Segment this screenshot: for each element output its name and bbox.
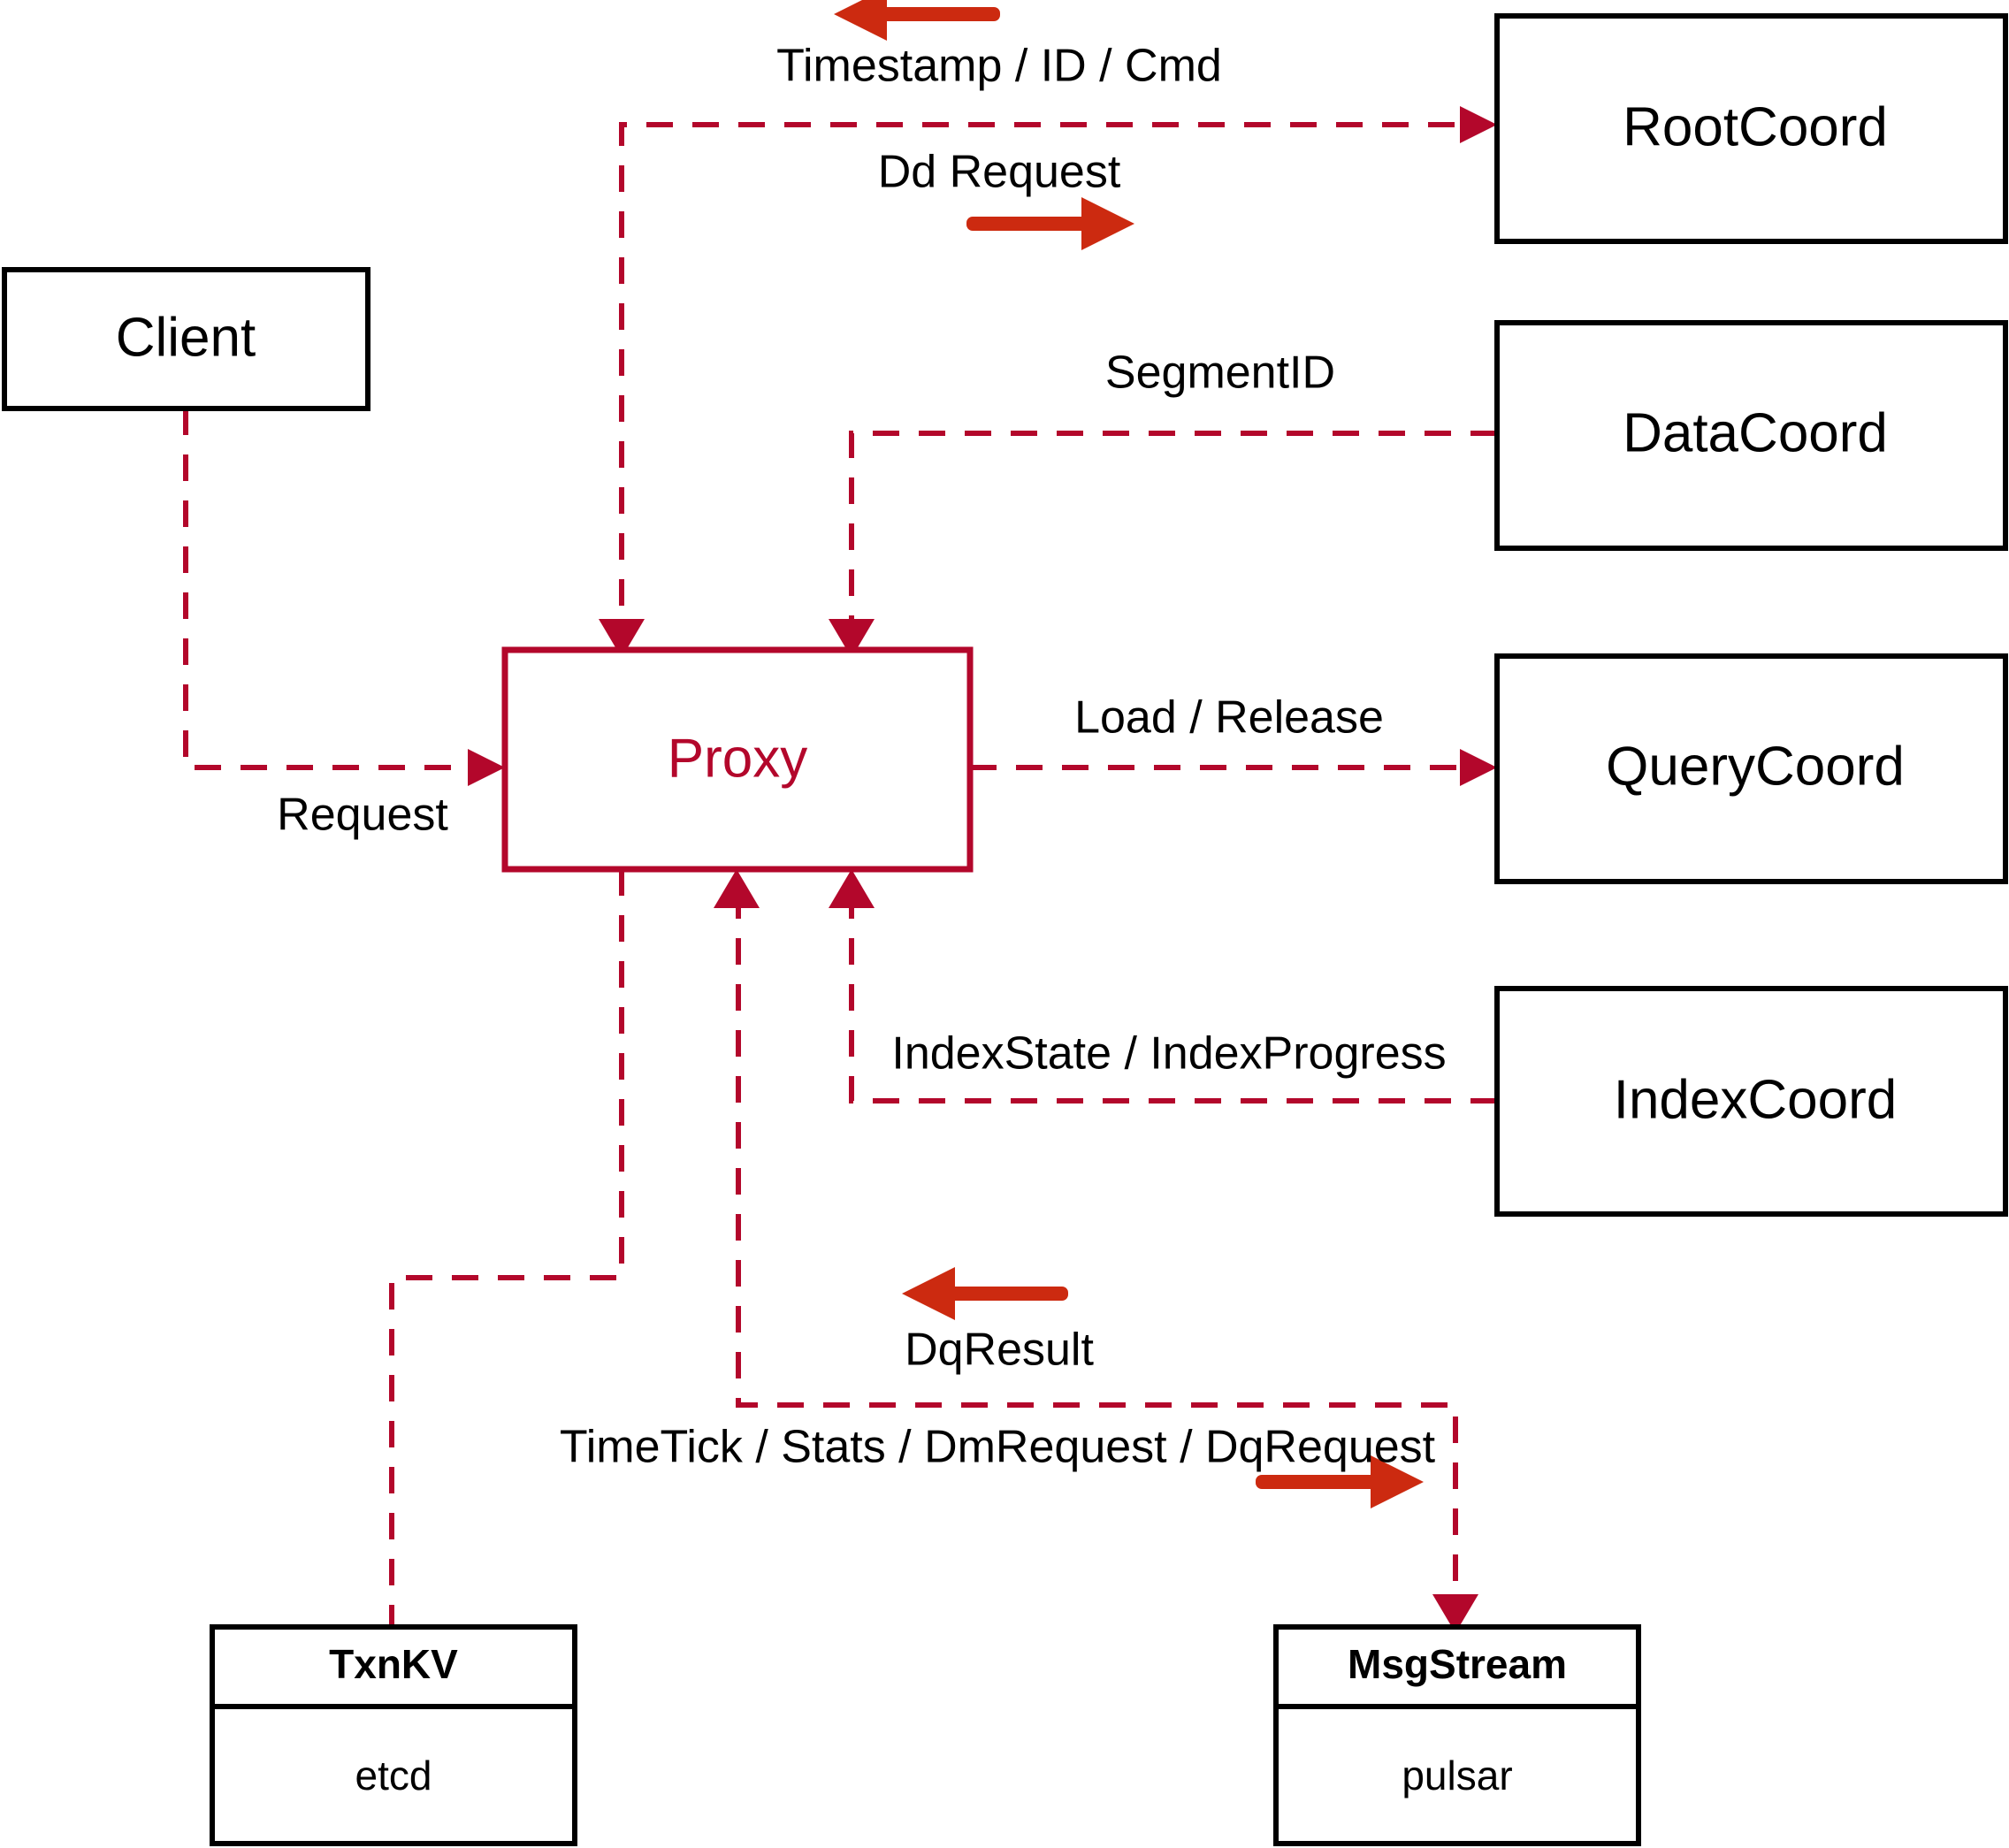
node-txnkv-impl: etcd (355, 1753, 432, 1798)
edge-dd-request-path (599, 106, 1497, 658)
node-querycoord[interactable]: QueryCoord (1494, 653, 2008, 884)
edge-timetick-dq-path (714, 869, 1478, 1633)
node-client[interactable]: Client (2, 267, 370, 411)
node-rootcoord-label: RootCoord (1623, 96, 1888, 157)
node-querycoord-label: QueryCoord (1606, 736, 1905, 797)
edge-request-path (183, 409, 505, 786)
edge-label-timetick-stats: TimeTick / Stats / DmRequest / DqRequest (560, 1422, 1436, 1473)
node-indexcoord[interactable]: IndexCoord (1494, 986, 2008, 1217)
node-datacoord[interactable]: DataCoord (1494, 320, 2008, 551)
edge-label-request: Request (277, 790, 448, 841)
node-datacoord-label: DataCoord (1623, 402, 1888, 463)
edge-label-timestamp-id-cmd: Timestamp / ID / Cmd (776, 41, 1222, 92)
dqrequest-direction-arrow (1256, 1455, 1424, 1508)
node-indexcoord-label: IndexCoord (1614, 1069, 1898, 1130)
dqresult-direction-arrow (902, 1267, 1068, 1320)
edge-label-dq-result: DqResult (905, 1325, 1094, 1376)
node-client-label: Client (116, 307, 256, 368)
node-msgstream-title: MsgStream (1348, 1641, 1567, 1687)
edge-label-load-release: Load / Release (1074, 692, 1384, 744)
node-txnkv-title: TxnKV (329, 1641, 458, 1687)
edge-segment-id-path (829, 431, 1497, 658)
edge-proxy-txnkv-path (389, 869, 624, 1627)
node-proxy-label: Proxy (668, 728, 807, 789)
edge-index-state-path (829, 869, 1497, 1103)
node-msgstream-impl: pulsar (1402, 1753, 1512, 1798)
timestamp-direction-arrow (834, 0, 1000, 41)
node-proxy[interactable]: Proxy (501, 646, 974, 873)
edge-load-release-path (970, 749, 1497, 786)
edge-label-segment-id: SegmentID (1105, 347, 1335, 399)
node-rootcoord[interactable]: RootCoord (1494, 13, 2008, 244)
node-txnkv[interactable]: TxnKV etcd (210, 1624, 577, 1846)
edge-label-dd-request: Dd Request (878, 147, 1121, 198)
dd-request-direction-arrow (966, 197, 1134, 250)
edge-label-index-state-progress: IndexState / IndexProgress (891, 1028, 1446, 1080)
node-msgstream[interactable]: MsgStream pulsar (1273, 1624, 1641, 1846)
